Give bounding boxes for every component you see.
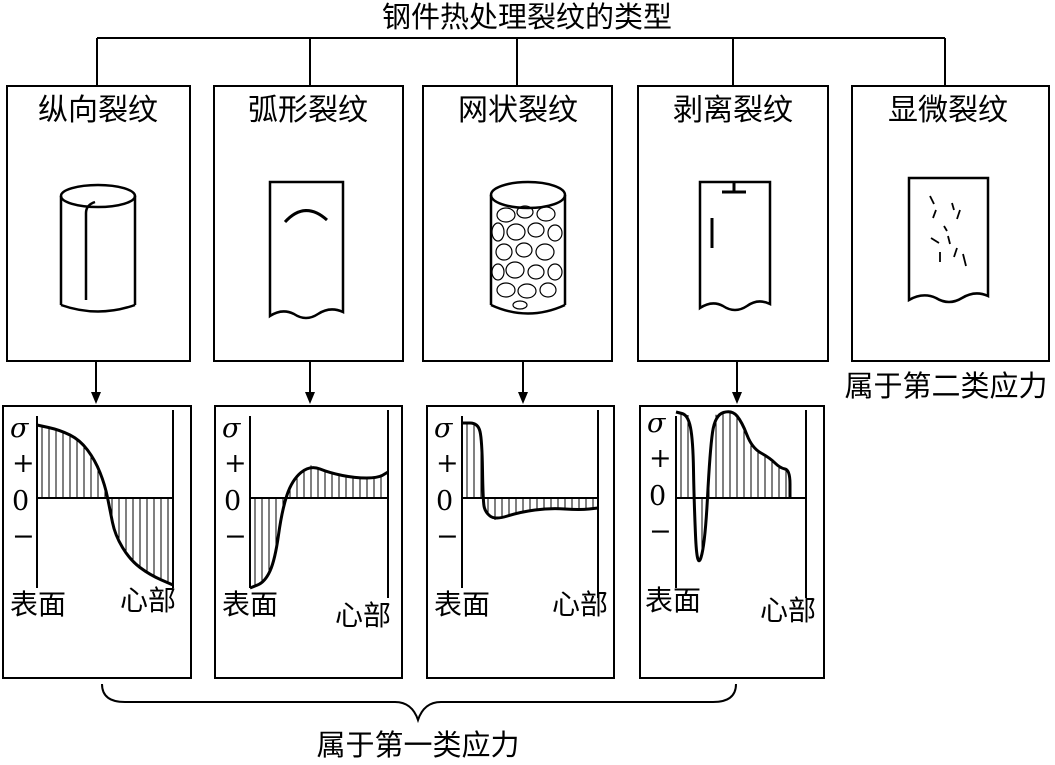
zero-label: 0 <box>436 486 453 517</box>
stress-curve <box>675 410 792 563</box>
stress-curve <box>462 421 599 520</box>
sigma-label: σ <box>10 413 30 444</box>
stress-hatching <box>466 423 594 520</box>
minus-label: − <box>649 516 672 547</box>
stress-curve <box>36 423 174 587</box>
crack-label-longitudinal: 纵向裂纹 <box>38 93 158 128</box>
minus-label: − <box>12 521 35 552</box>
crack-box-peeling: 剥离裂纹 <box>637 85 829 362</box>
core-label: 心部 <box>760 594 816 627</box>
crack-box-longitudinal: 纵向裂纹 <box>6 85 191 362</box>
chart-frame <box>2 405 192 679</box>
diagram-title: 钢件热处理裂纹的类型 <box>382 0 672 34</box>
sigma-label: σ <box>222 413 242 444</box>
chart-frame <box>639 405 825 679</box>
minus-label: − <box>224 521 247 552</box>
core-label: 心部 <box>552 588 608 621</box>
surface-label: 表面 <box>10 588 66 621</box>
core-label: 心部 <box>120 584 176 617</box>
zero-label: 0 <box>649 481 666 512</box>
grain-cell <box>496 282 516 298</box>
grain-cell <box>517 283 537 299</box>
crack-label-peeling: 剥离裂纹 <box>673 93 793 128</box>
crack-box-network: 网状裂纹 <box>422 85 613 362</box>
chart-frame <box>214 405 403 679</box>
minus-label: − <box>436 521 459 552</box>
stress-chart-3: σ +0 − 表面 心部 <box>426 405 615 679</box>
sigma-label: σ <box>434 413 454 444</box>
grain-cell <box>491 263 505 281</box>
specimen-peeling-icon <box>698 180 772 312</box>
stress-chart-2: σ +0 − 表面 心部 <box>214 405 403 679</box>
grain-cell <box>505 261 525 279</box>
core-label: 心部 <box>335 599 391 632</box>
grain-cell <box>535 243 555 261</box>
plus-label: + <box>436 448 459 479</box>
specimen-micro-icon <box>907 176 990 304</box>
crack-label-network: 网状裂纹 <box>458 93 578 128</box>
stress-chart-1: σ +0 − 表面 心部 <box>2 405 192 679</box>
grain-cell <box>539 282 557 298</box>
crack-label-arc: 弧形裂纹 <box>248 93 368 128</box>
sigma-label: σ <box>647 408 667 439</box>
crack-label-micro: 显微裂纹 <box>888 93 1008 128</box>
grain-cell <box>515 242 533 258</box>
grain-cell <box>527 264 545 280</box>
grain-cell <box>516 205 534 219</box>
cylinder-network-icon <box>489 180 567 315</box>
plus-label: + <box>12 448 35 479</box>
plus-label: + <box>224 448 247 479</box>
surface-label: 表面 <box>434 588 490 621</box>
grain-cell <box>495 243 513 261</box>
stress-hatching <box>254 465 382 586</box>
grain-cell <box>512 300 528 310</box>
surface-label: 表面 <box>222 588 278 621</box>
stress-charts: σ +0 − 表面 心部 σ +0 − 表面 心部 σ +0 − 表面 心部 σ +0 − 表面 心部 <box>2 405 825 679</box>
grouping-brace <box>101 683 737 724</box>
grain-cell <box>491 222 505 242</box>
stress-hatching <box>41 426 169 583</box>
tree-connector <box>96 37 946 86</box>
crack-box-micro: 显微裂纹 <box>851 85 1050 362</box>
cylinder-longitudinal-icon <box>59 183 137 313</box>
grain-cell <box>496 207 516 223</box>
surface-label: 表面 <box>645 584 701 617</box>
note-second-class-stress: 属于第二类应力 <box>844 369 1047 403</box>
plus-label: + <box>649 443 672 474</box>
stress-hatching <box>680 410 787 555</box>
grain-cell <box>506 223 526 241</box>
grain-cell <box>547 224 563 242</box>
zero-label: 0 <box>224 486 241 517</box>
grain-cell <box>547 263 563 281</box>
grain-cell <box>536 206 556 222</box>
crack-box-arc: 弧形裂纹 <box>213 85 404 362</box>
zero-label: 0 <box>12 486 29 517</box>
chart-frame <box>426 405 615 679</box>
specimen-arc-icon <box>268 180 345 320</box>
note-first-class-stress: 属于第一类应力 <box>316 728 519 762</box>
stress-chart-4: σ +0 − 表面 心部 <box>639 405 825 679</box>
grain-cell <box>527 222 545 238</box>
stress-curve <box>249 466 389 590</box>
down-arrows <box>91 361 742 404</box>
